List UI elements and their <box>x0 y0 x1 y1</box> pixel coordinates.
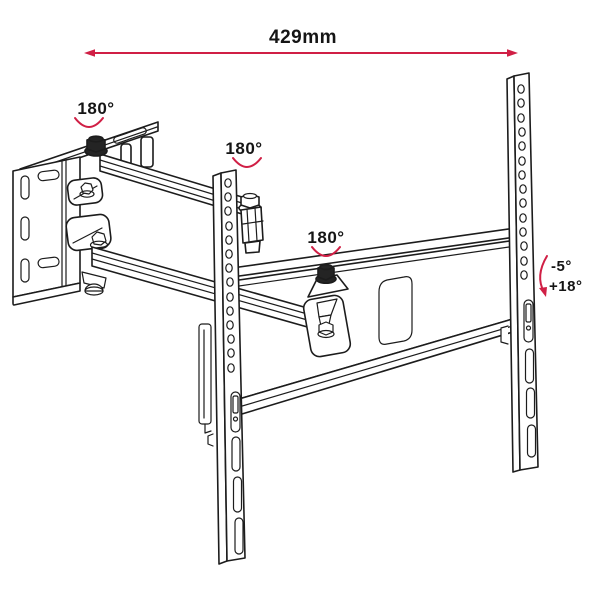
swivel-arc-2 <box>232 157 262 168</box>
wall-mount-drawing <box>12 72 539 565</box>
left-rail-slots <box>230 391 244 555</box>
swivel-arc-3 <box>311 246 341 257</box>
right-rail-slots <box>500 299 537 458</box>
swivel-label-1: 180° <box>77 99 114 118</box>
swivel-label-3: 180° <box>307 228 344 247</box>
wall-pivot-nut <box>84 135 108 157</box>
wall-plate-slots <box>20 169 60 283</box>
swivel-annotation-1: 180° <box>74 99 114 128</box>
left-rail-holes <box>224 178 235 373</box>
dimension-arrow-left <box>84 49 95 57</box>
crossbar-window-cutout <box>378 276 413 345</box>
tilt-up-label: -5° <box>551 258 572 275</box>
tv-crossbar-assembly <box>231 227 517 418</box>
annotations: 429mm 180° 180° 180° -5° +18° <box>74 27 582 297</box>
right-rail-holes <box>517 84 528 280</box>
left-rail-side-clip <box>198 323 214 447</box>
upper-arm-bracket <box>66 177 104 206</box>
swivel-annotation-2: 180° <box>225 139 262 168</box>
tv-rail-right <box>500 72 539 473</box>
center-bracket-bolt <box>318 321 334 336</box>
lower-arm-ear <box>81 271 107 289</box>
swivel-annotation-3: 180° <box>307 228 344 257</box>
dimension-arrow-right <box>507 49 518 57</box>
tv-rail-left <box>198 169 246 565</box>
wall-plate-bottom-flange <box>12 282 81 306</box>
tilt-arrowhead <box>539 287 547 297</box>
dimension-label: 429mm <box>269 27 337 48</box>
width-dimension: 429mm <box>84 27 518 57</box>
lower-arm-bracket <box>65 213 112 252</box>
swivel-label-2: 180° <box>225 139 262 158</box>
swivel-arc-1 <box>74 117 104 128</box>
center-pivot-bracket <box>302 294 352 358</box>
tilt-down-label: +18° <box>549 278 582 295</box>
wall-plate <box>12 156 81 306</box>
tilt-annotation: -5° +18° <box>539 255 582 297</box>
lower-arm-dome-bolt <box>84 283 104 296</box>
tilt-arc <box>539 255 548 293</box>
crossbar-pivot-nut <box>315 263 337 284</box>
rail-hinge-bolt <box>238 192 264 254</box>
lower-arm <box>81 246 319 331</box>
